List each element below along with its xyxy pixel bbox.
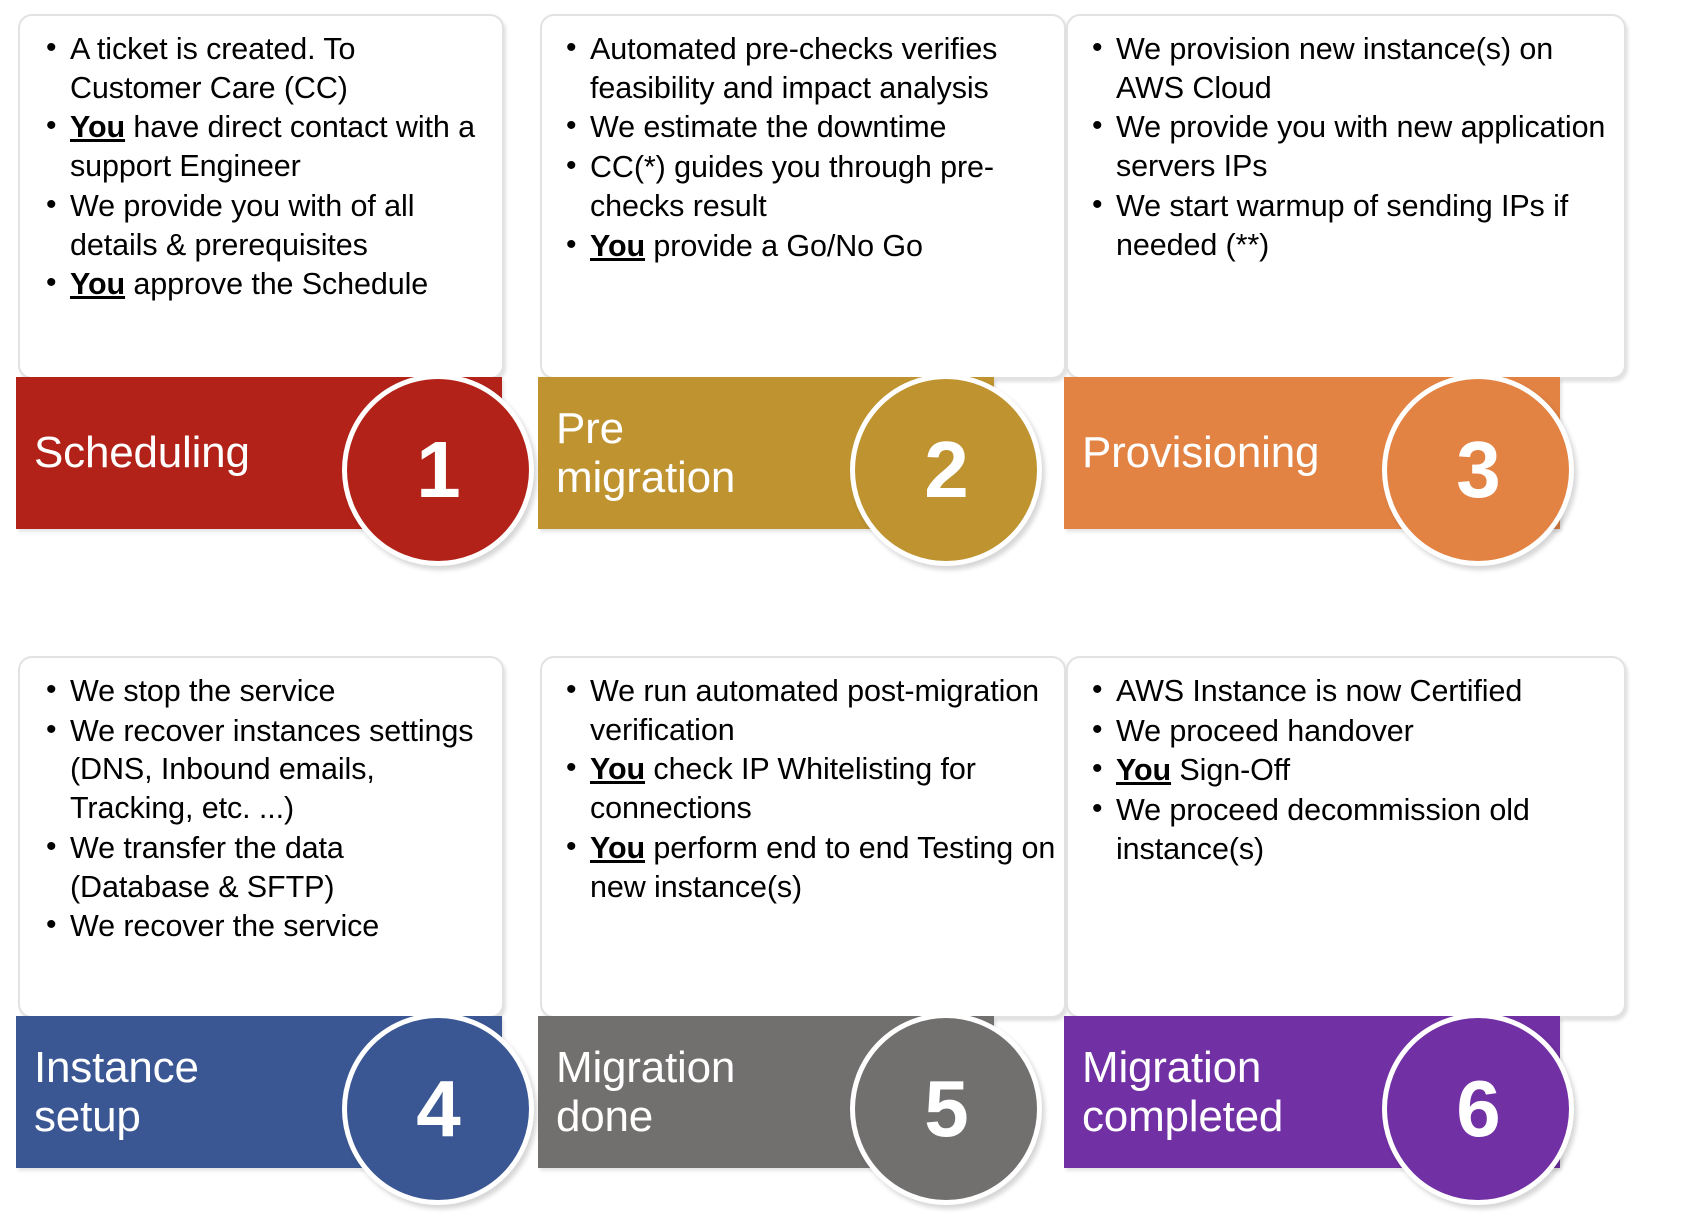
bullet-item: We recover the service [38, 906, 488, 946]
bullet-text: have direct contact with a support Engin… [70, 110, 475, 184]
bullet-item: We estimate the downtime [558, 107, 1056, 147]
step-band-5: Migration done [538, 1016, 994, 1168]
step-number-text: 6 [1456, 1064, 1500, 1153]
bullet-item: A ticket is created. To Customer Care (C… [38, 29, 488, 107]
step-number-badge-4: 4 [342, 1013, 534, 1205]
bullet-item: We run automated post-migration verifica… [558, 671, 1056, 749]
bullet-emphasis: You [1116, 753, 1172, 788]
bullet-emphasis: You [590, 752, 646, 787]
bullet-item: We provide you with new application serv… [1084, 107, 1614, 185]
bullet-text: We stop the service [70, 674, 336, 708]
bullet-item: CC(*) guides you through pre-checks resu… [558, 147, 1056, 225]
bullet-item: We start warmup of sending IPs if needed… [1084, 186, 1614, 264]
step-number-text: 5 [924, 1064, 968, 1153]
bullet-item: We provide you with of all details & pre… [38, 186, 488, 264]
bullet-item: Automated pre-checks verifies feasibilit… [558, 29, 1056, 107]
bullet-text: We estimate the downtime [590, 110, 947, 145]
step-bullet-list-2: Automated pre-checks verifies feasibilit… [558, 29, 1056, 266]
step-label-6: Migration completed [1082, 1042, 1284, 1141]
bullet-text: CC(*) guides you through pre-checks resu… [590, 150, 994, 223]
step-number-badge-5: 5 [850, 1013, 1042, 1205]
bullet-item: We proceed decommission old instance(s) [1084, 790, 1614, 868]
bullet-emphasis: You [70, 267, 126, 302]
bullet-text: We run automated post-migration verifica… [590, 674, 1039, 747]
bullet-emphasis: You [590, 830, 646, 865]
bullet-text: We proceed decommission old instance(s) [1116, 793, 1530, 866]
bullet-text: check IP Whitelisting for connections [590, 752, 976, 826]
step-label-5: Migration done [556, 1042, 736, 1141]
bullet-emphasis: You [590, 228, 646, 263]
step-number-text: 1 [416, 425, 460, 514]
step-bullet-list-3: We provision new instance(s) on AWS Clou… [1084, 29, 1614, 265]
bullet-text: Automated pre-checks verifies feasibilit… [590, 32, 998, 105]
step-number-badge-3: 3 [1382, 374, 1574, 566]
step-label-3: Provisioning [1082, 428, 1320, 478]
bullet-text: We transfer the data (Database & SFTP) [70, 830, 344, 904]
step-bullet-list-6: AWS Instance is now Certified We proceed … [1084, 671, 1614, 870]
bullet-text: We recover instances settings (DNS, Inbo… [70, 713, 474, 826]
step-number-badge-1: 1 [342, 374, 534, 566]
step-number-badge-2: 2 [850, 374, 1042, 566]
bullet-emphasis: You [70, 110, 126, 145]
bullet-item: You approve the Schedule [38, 264, 488, 304]
bullet-item: You check IP Whitelisting for connection… [558, 749, 1056, 827]
bullet-text: perform end to end Testing on new instan… [590, 830, 1056, 904]
bullet-text: We start warmup of sending IPs if needed… [1116, 188, 1569, 262]
bullet-item: We recover instances settings (DNS, Inbo… [38, 711, 488, 828]
bullet-item: You have direct contact with a support E… [38, 107, 488, 185]
step-bullet-list-5: We run automated post-migration verifica… [558, 671, 1056, 907]
bullet-item: You provide a Go/No Go [558, 226, 1056, 266]
step-number-text: 4 [416, 1064, 460, 1153]
step-bullet-list-1: A ticket is created. To Customer Care (C… [38, 29, 488, 305]
bullet-item: We transfer the data (Database & SFTP) [38, 828, 488, 906]
bullet-text: We provide you with of all details & pre… [70, 188, 415, 262]
step-label-1: Scheduling [34, 428, 250, 478]
bullet-text: provide a Go/No Go [645, 228, 923, 263]
step-number-badge-6: 6 [1382, 1013, 1574, 1205]
step-label-2: Pre migration [556, 403, 736, 502]
bullet-text: We recover the service [70, 909, 380, 944]
bullet-text: We provide you with new application serv… [1116, 110, 1606, 184]
step-number-text: 3 [1456, 425, 1500, 514]
bullet-text: We provision new instance(s) on AWS Clou… [1116, 32, 1554, 105]
bullet-item: You Sign-Off [1084, 750, 1614, 790]
bullet-text: We proceed handover [1116, 713, 1414, 748]
bullet-item: You perform end to end Testing on new in… [558, 828, 1056, 906]
bullet-item: We proceed handover [1084, 711, 1614, 751]
bullet-item: We provision new instance(s) on AWS Clou… [1084, 29, 1614, 107]
step-number-text: 2 [924, 425, 968, 514]
bullet-item: We stop the service [38, 671, 488, 711]
bullet-item: AWS Instance is now Certified [1084, 671, 1614, 711]
bullet-text: approve the Schedule [125, 267, 429, 302]
step-label-4: Instance setup [34, 1042, 199, 1141]
bullet-text: Sign-Off [1171, 753, 1290, 788]
bullet-text: A ticket is created. To Customer Care (C… [70, 32, 356, 105]
bullet-text: AWS Instance is now Certified [1116, 674, 1523, 708]
step-bullet-list-4: We stop the service We recover instances … [38, 671, 488, 947]
